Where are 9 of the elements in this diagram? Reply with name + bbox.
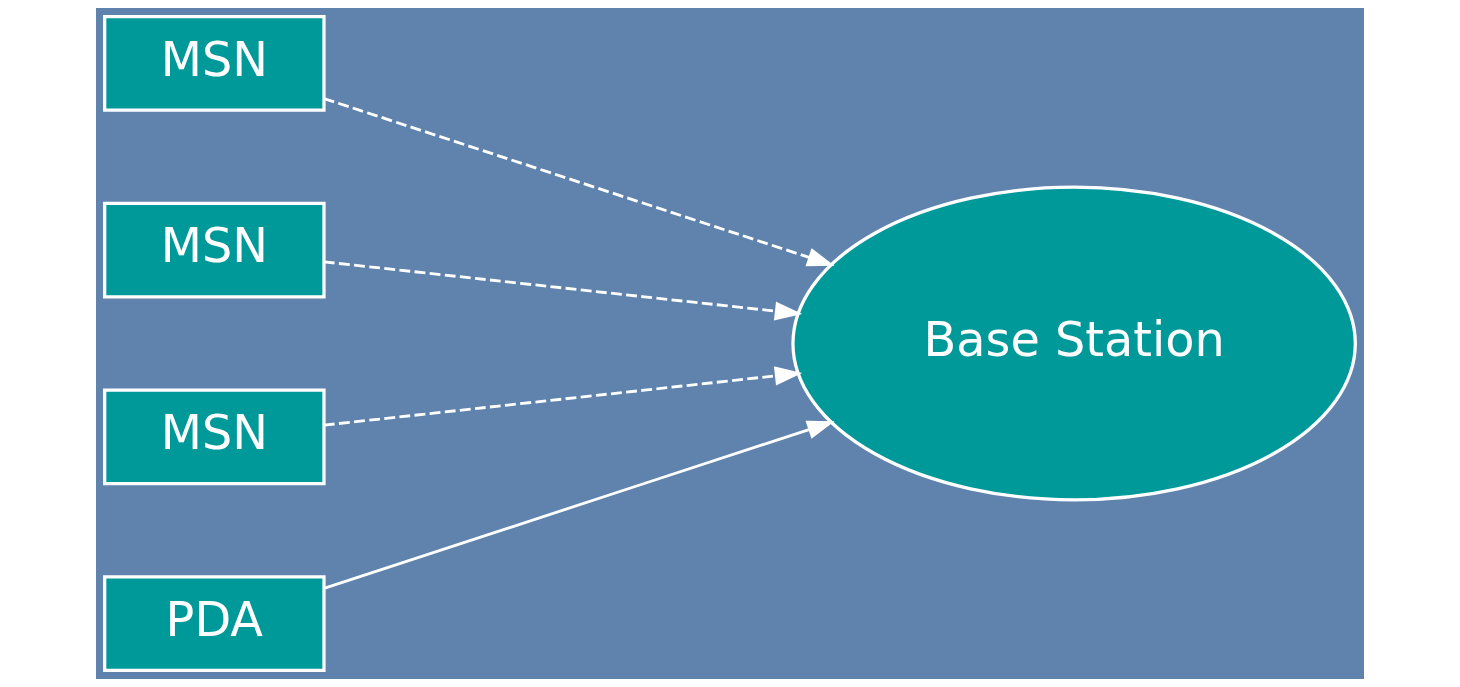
node-box: MSN bbox=[103, 388, 326, 486]
arrow bbox=[323, 97, 835, 267]
node-ellipse: Base Station bbox=[791, 185, 1357, 502]
node-box: PDA bbox=[103, 575, 326, 672]
arrow bbox=[323, 420, 835, 590]
arrow bbox=[323, 260, 803, 321]
node-box: MSN bbox=[103, 15, 326, 112]
arrow bbox=[323, 366, 803, 427]
node-box: MSN bbox=[103, 201, 326, 299]
